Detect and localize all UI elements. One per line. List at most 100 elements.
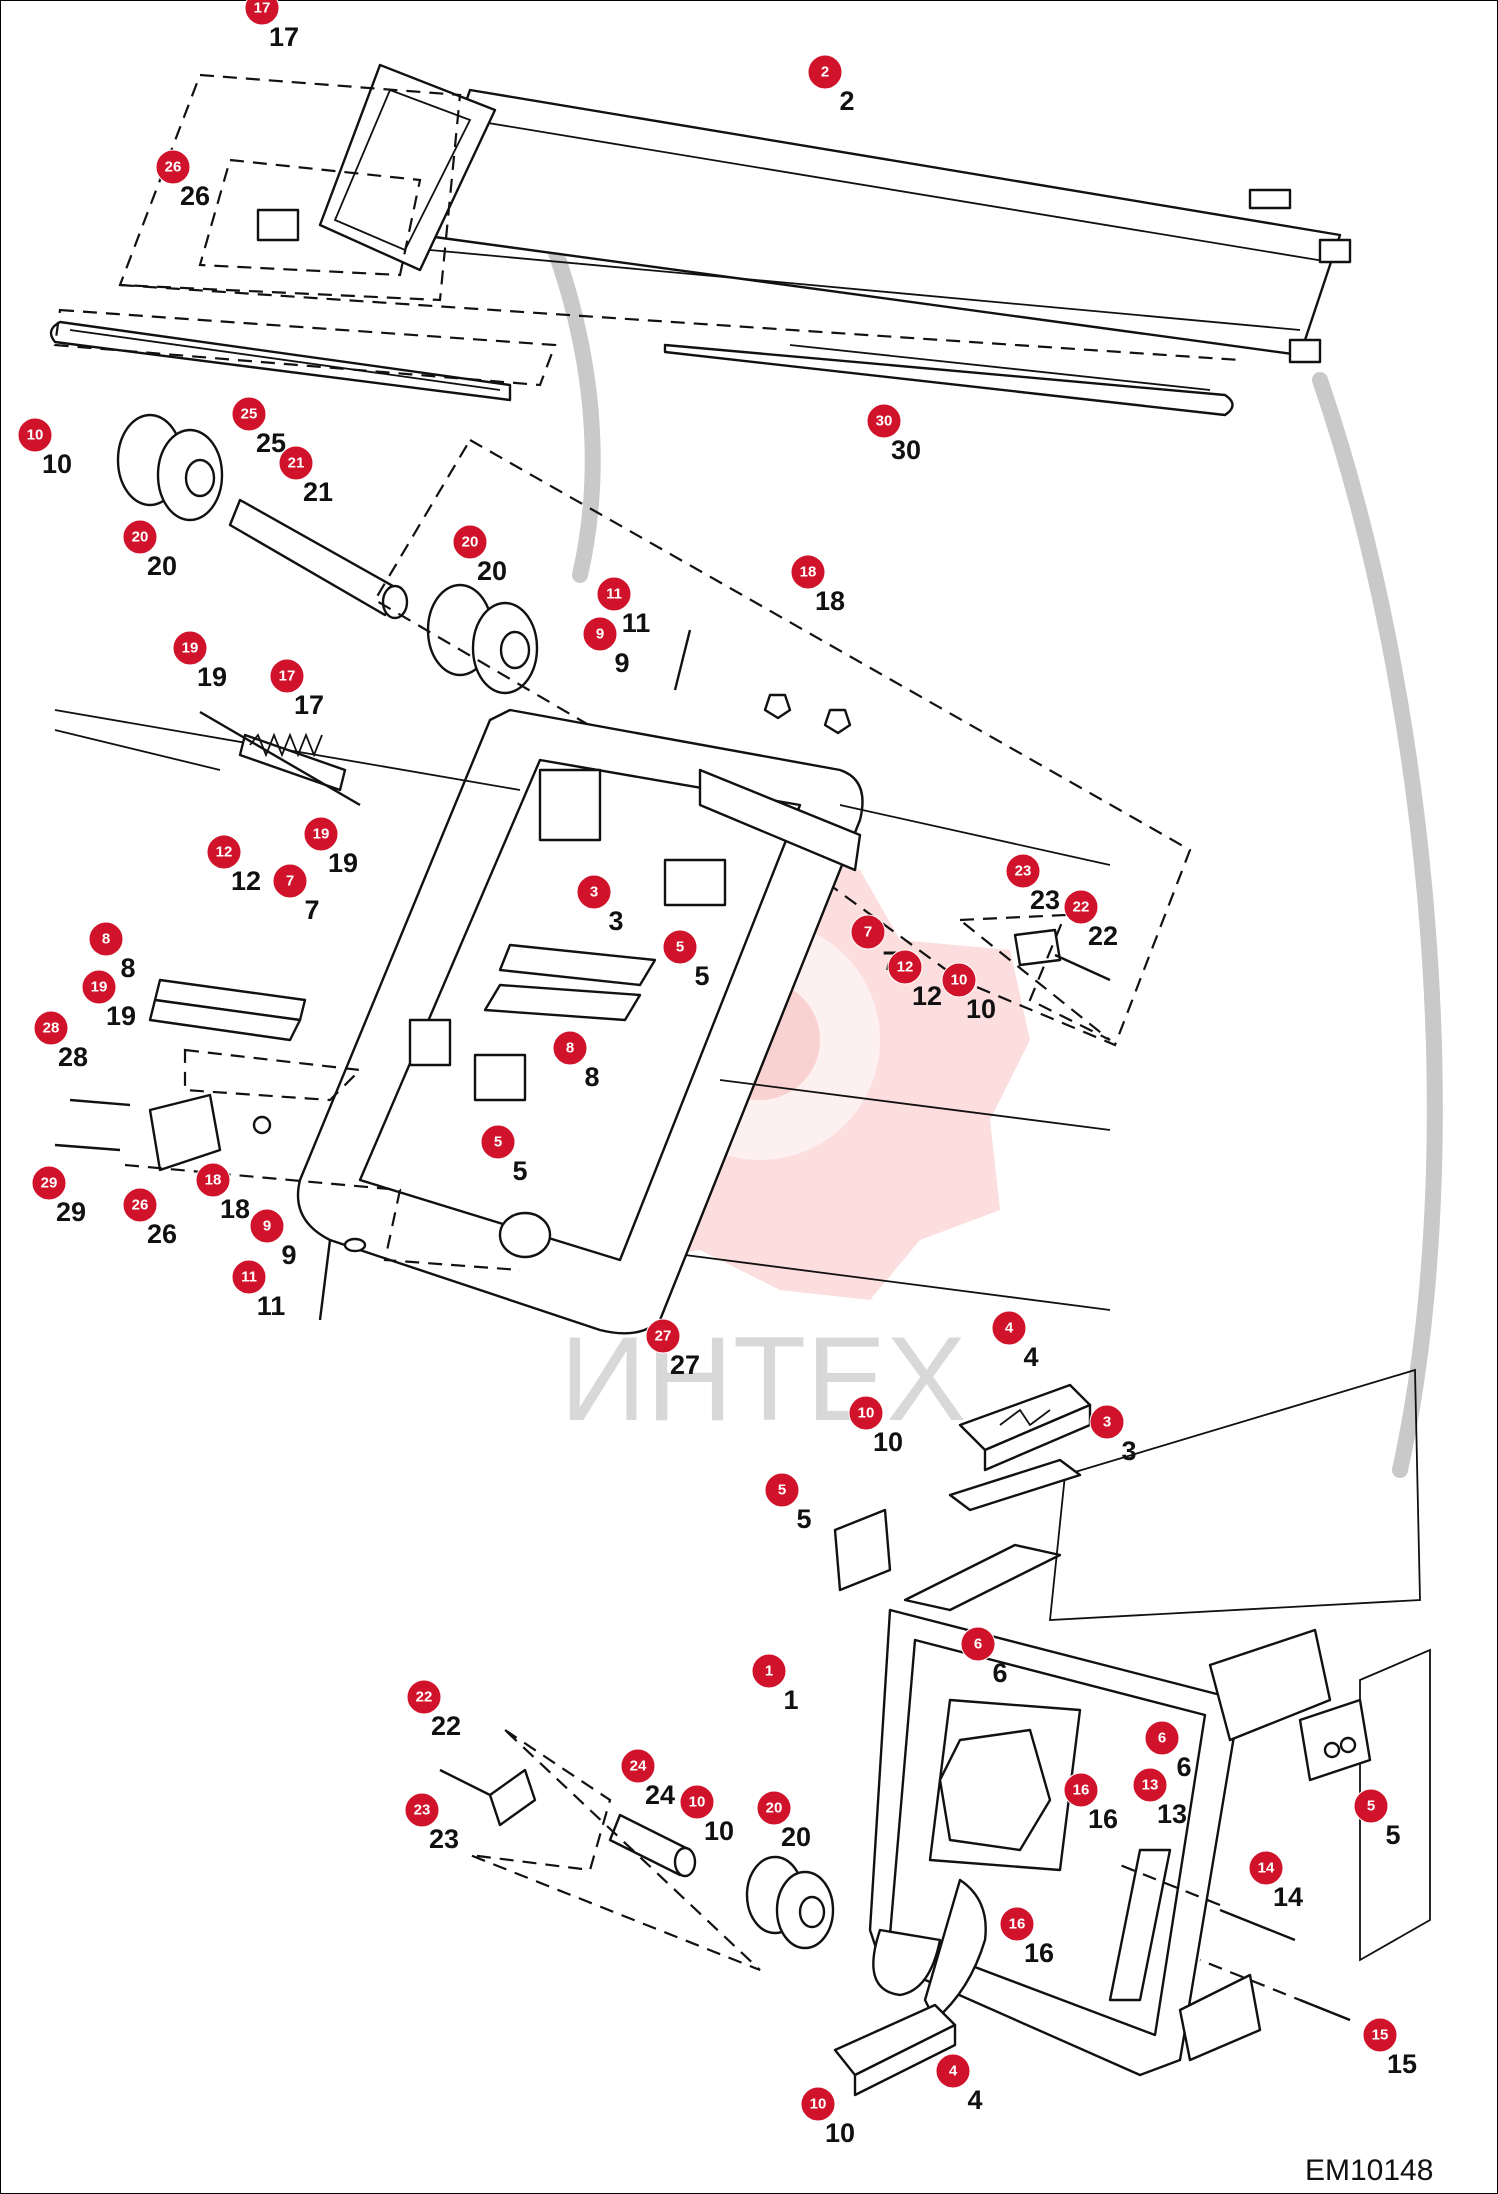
callout-marker [33, 1010, 69, 1046]
callout-marker [278, 445, 314, 481]
callout-marker [195, 1162, 231, 1198]
callout-part-number: 9 [614, 648, 629, 678]
callout-marker-number: 5 [494, 1134, 502, 1151]
callout-part-number: 29 [56, 1197, 86, 1227]
callout-marker-number: 20 [132, 529, 149, 546]
callout-marker-number: 5 [778, 1482, 786, 1499]
callout-marker [81, 969, 117, 1005]
callout-marker-number: 23 [1015, 863, 1032, 880]
callout-marker-number: 3 [1103, 1414, 1111, 1431]
callout-marker-number: 28 [43, 1020, 60, 1037]
callout-marker-number: 7 [286, 873, 294, 890]
callout-9: 99 [249, 1208, 297, 1270]
callout-marker [935, 2053, 971, 2089]
callout-part-number: 20 [477, 556, 507, 586]
callout-marker-number: 23 [414, 1802, 431, 1819]
callout-5: 55 [662, 929, 710, 991]
callout-marker-number: 10 [689, 1794, 706, 1811]
roller-20-lower [745, 1855, 835, 1950]
callout-marker [480, 1124, 516, 1160]
callout-marker-number: 10 [951, 972, 968, 989]
callout-marker [764, 1472, 800, 1508]
callout-3: 33 [576, 874, 624, 936]
group-outline-lower-left [469, 1729, 761, 1972]
callout-marker [887, 949, 923, 985]
callout-marker [231, 396, 267, 432]
callout-part-number: 5 [694, 961, 709, 991]
rail-left-lower [54, 729, 221, 771]
callout-marker [1063, 1772, 1099, 1808]
callout-markers: 1717222626252530301010212120202020111199… [17, 0, 1417, 2148]
callout-4: 44 [935, 2053, 983, 2115]
callout-marker [999, 1906, 1035, 1942]
callout-marker [206, 834, 242, 870]
pad-5-right [1298, 1698, 1372, 1782]
bolt-14 [1219, 1908, 1296, 1942]
callout-part-number: 8 [120, 953, 135, 983]
plate-4-lower [833, 2003, 957, 2097]
callout-part-number: 1 [783, 1685, 798, 1715]
callout-marker [790, 554, 826, 590]
callout-part-number: 10 [825, 2118, 855, 2148]
callout-marker-number: 26 [132, 1197, 149, 1214]
callout-marker-number: 12 [897, 959, 914, 976]
callout-part-number: 17 [269, 22, 299, 52]
callout-marker [1144, 1720, 1180, 1756]
callout-marker [866, 403, 902, 439]
callout-marker-number: 2 [821, 64, 829, 81]
callout-marker [1089, 1404, 1125, 1440]
callout-marker [406, 1679, 442, 1715]
lower-beam-end [1359, 1648, 1431, 1962]
callout-marker-number: 6 [974, 1636, 982, 1653]
callout-marker-number: 9 [263, 1218, 271, 1235]
frame-line-right2 [719, 1079, 1111, 1131]
callout-part-number: 14 [1273, 1882, 1303, 1912]
callout-marker-number: 22 [1073, 899, 1090, 916]
callout-part-number: 23 [1030, 885, 1060, 915]
callout-part-number: 6 [992, 1658, 1007, 1688]
callout-marker-number: 22 [416, 1689, 433, 1706]
callout-marker-number: 11 [241, 1269, 257, 1286]
callout-marker [269, 658, 305, 694]
callout-part-number: 19 [328, 848, 358, 878]
end-frame-26 [256, 63, 497, 272]
plate-8-left [148, 978, 307, 1042]
callout-marker [582, 616, 618, 652]
callout-marker-number: 10 [858, 1405, 875, 1422]
callout-marker [1353, 1788, 1389, 1824]
callout-marker-number: 19 [182, 640, 199, 657]
callout-marker-number: 9 [596, 626, 604, 643]
leader-15 [1199, 1958, 1351, 2022]
group-outline-26-left [183, 1048, 363, 1102]
callout-4: 44 [991, 1310, 1039, 1372]
callout-part-number: 15 [1387, 2049, 1417, 2079]
callout-marker [679, 1784, 715, 1820]
callout-marker [960, 1626, 996, 1662]
callout-part-number: 25 [256, 428, 286, 458]
callout-part-number: 16 [1024, 1938, 1054, 1968]
callout-marker-number: 14 [1258, 1860, 1275, 1877]
shaft-24 [608, 1813, 697, 1878]
callout-marker [1005, 853, 1041, 889]
callout-marker [552, 1030, 588, 1066]
callout-part-number: 27 [670, 1350, 700, 1380]
bolt-11-lower [318, 1237, 367, 1321]
group-outline-top2 [119, 283, 1241, 362]
callout-part-number: 19 [106, 1001, 136, 1031]
callout-marker [88, 921, 124, 957]
callout-part-number: 26 [180, 181, 210, 211]
callout-marker-number: 13 [1142, 1777, 1159, 1794]
callout-part-number: 6 [1176, 1752, 1191, 1782]
